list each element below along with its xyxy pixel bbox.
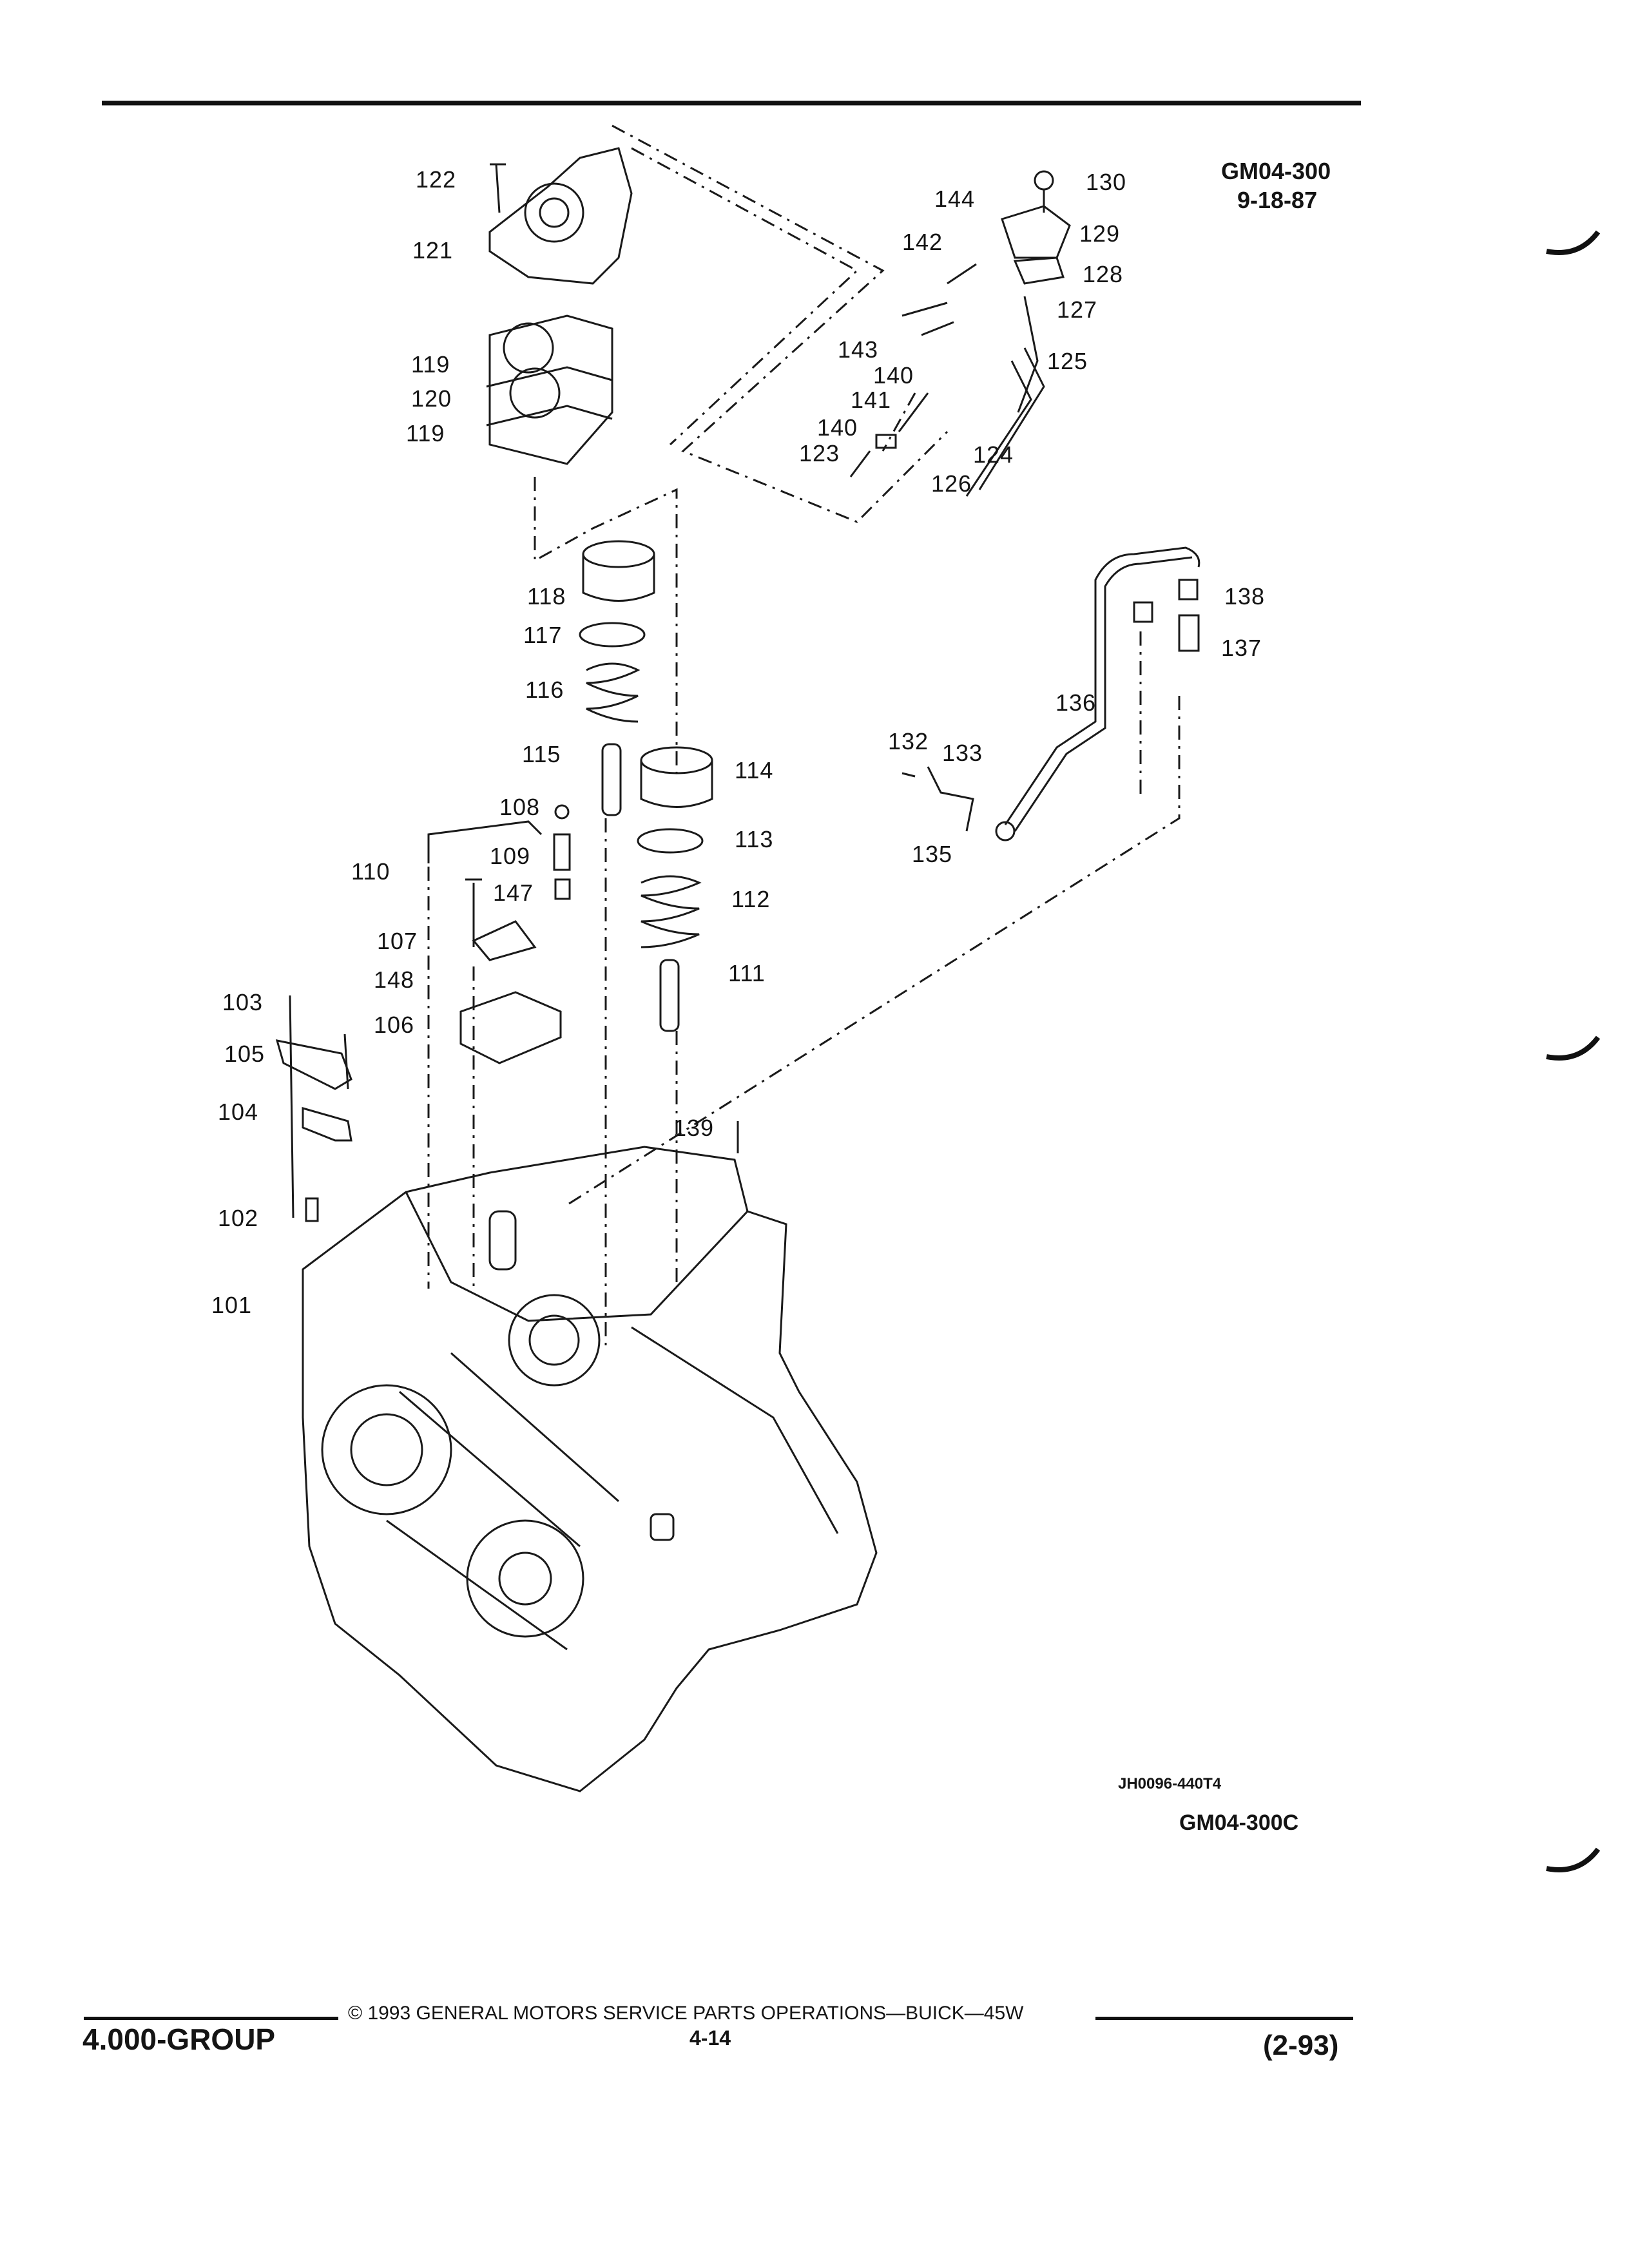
footer-revision: (2-93) <box>1263 2030 1339 2061</box>
callout-108: 108 <box>499 794 541 820</box>
callout-116: 116 <box>525 677 564 703</box>
callout-125: 125 <box>1047 348 1088 374</box>
dashed-routing-lines <box>612 124 949 523</box>
bracket-129 <box>1001 205 1071 259</box>
callout-143: 143 <box>838 336 879 363</box>
callout-122: 122 <box>416 166 457 193</box>
callout-130: 130 <box>1086 169 1127 195</box>
callout-104: 104 <box>218 1099 259 1125</box>
callout-148: 148 <box>374 966 415 993</box>
bracket-105 <box>275 1039 352 1090</box>
cooler-pipes-136 <box>1004 546 1200 832</box>
seal-ring-117 <box>579 622 646 648</box>
callout-140-upper: 140 <box>873 362 914 389</box>
callout-127: 127 <box>1057 296 1098 323</box>
pipe-110 <box>427 820 543 863</box>
callout-112: 112 <box>731 886 771 912</box>
figure-code: GM04-300C <box>1179 1811 1299 1835</box>
callout-141: 141 <box>851 387 892 413</box>
spring-116 <box>586 662 641 723</box>
rod-125 <box>1017 296 1039 413</box>
accumulator-114 <box>640 760 713 808</box>
block-106 <box>459 991 562 1064</box>
seal-ring-113 <box>637 828 704 854</box>
diagram-code: GM04-300 <box>1221 158 1331 184</box>
callout-142: 142 <box>902 229 943 255</box>
callout-144: 144 <box>934 186 976 212</box>
footer-copyright: © 1993 GENERAL MOTORS SERVICE PARTS OPER… <box>348 2003 1024 2024</box>
callout-129: 129 <box>1079 220 1121 247</box>
footer-page-number: 4-14 <box>689 2026 731 2050</box>
drawing-number: JH0096-440T4 <box>1118 1775 1222 1792</box>
callout-128: 128 <box>1083 261 1124 287</box>
callout-106: 106 <box>374 1012 415 1038</box>
callout-117: 117 <box>523 622 563 648</box>
binder-marks <box>1546 230 1601 1872</box>
callout-123: 123 <box>799 440 840 466</box>
bracket-148 <box>472 920 537 961</box>
accumulator-118 <box>582 554 655 602</box>
footer-rule-left <box>84 2017 338 2020</box>
callout-113: 113 <box>735 826 774 852</box>
separator-plates <box>488 314 613 465</box>
callout-107: 107 <box>377 928 418 954</box>
callout-140-lower: 140 <box>817 414 858 441</box>
callout-115: 115 <box>522 741 561 767</box>
callout-124: 124 <box>973 441 1014 468</box>
footer-rule-right <box>1095 2017 1353 2020</box>
callout-109: 109 <box>490 843 531 869</box>
callout-119-upper: 119 <box>411 351 450 378</box>
callout-147: 147 <box>493 879 534 906</box>
callout-118: 118 <box>527 583 566 610</box>
diagram-date: 9-18-87 <box>1237 187 1318 213</box>
callout-111: 111 <box>728 960 766 986</box>
callout-137: 137 <box>1221 635 1262 661</box>
bracket-104 <box>302 1107 352 1142</box>
callout-105: 105 <box>224 1041 265 1067</box>
callout-120: 120 <box>411 385 452 412</box>
bolt-122 <box>490 163 506 213</box>
callout-135: 135 <box>912 841 953 867</box>
callout-121: 121 <box>412 237 454 264</box>
pin-111 <box>659 959 680 1032</box>
callout-133: 133 <box>942 740 983 766</box>
bolt-107 <box>465 878 482 947</box>
callout-110: 110 <box>351 858 390 885</box>
callout-132: 132 <box>888 728 929 754</box>
valve-body-cover <box>488 147 633 285</box>
converter-flange <box>321 1384 452 1515</box>
callout-114: 114 <box>735 757 774 783</box>
callout-101: 101 <box>211 1292 253 1318</box>
plate-128 <box>1013 256 1065 285</box>
callout-119-lower: 119 <box>406 420 445 447</box>
footer-group: 4.000-GROUP <box>82 2023 276 2056</box>
rod-124 <box>965 347 1045 497</box>
transmission-case <box>302 1146 878 1792</box>
spring-141 <box>898 392 929 432</box>
callout-126: 126 <box>931 470 972 497</box>
callout-136: 136 <box>1055 689 1097 716</box>
pin-115 <box>601 743 622 816</box>
callout-138: 138 <box>1224 583 1266 610</box>
callout-139: 139 <box>673 1115 715 1141</box>
spring-112 <box>641 875 702 948</box>
callout-102: 102 <box>218 1205 259 1231</box>
callout-103: 103 <box>222 989 264 1015</box>
